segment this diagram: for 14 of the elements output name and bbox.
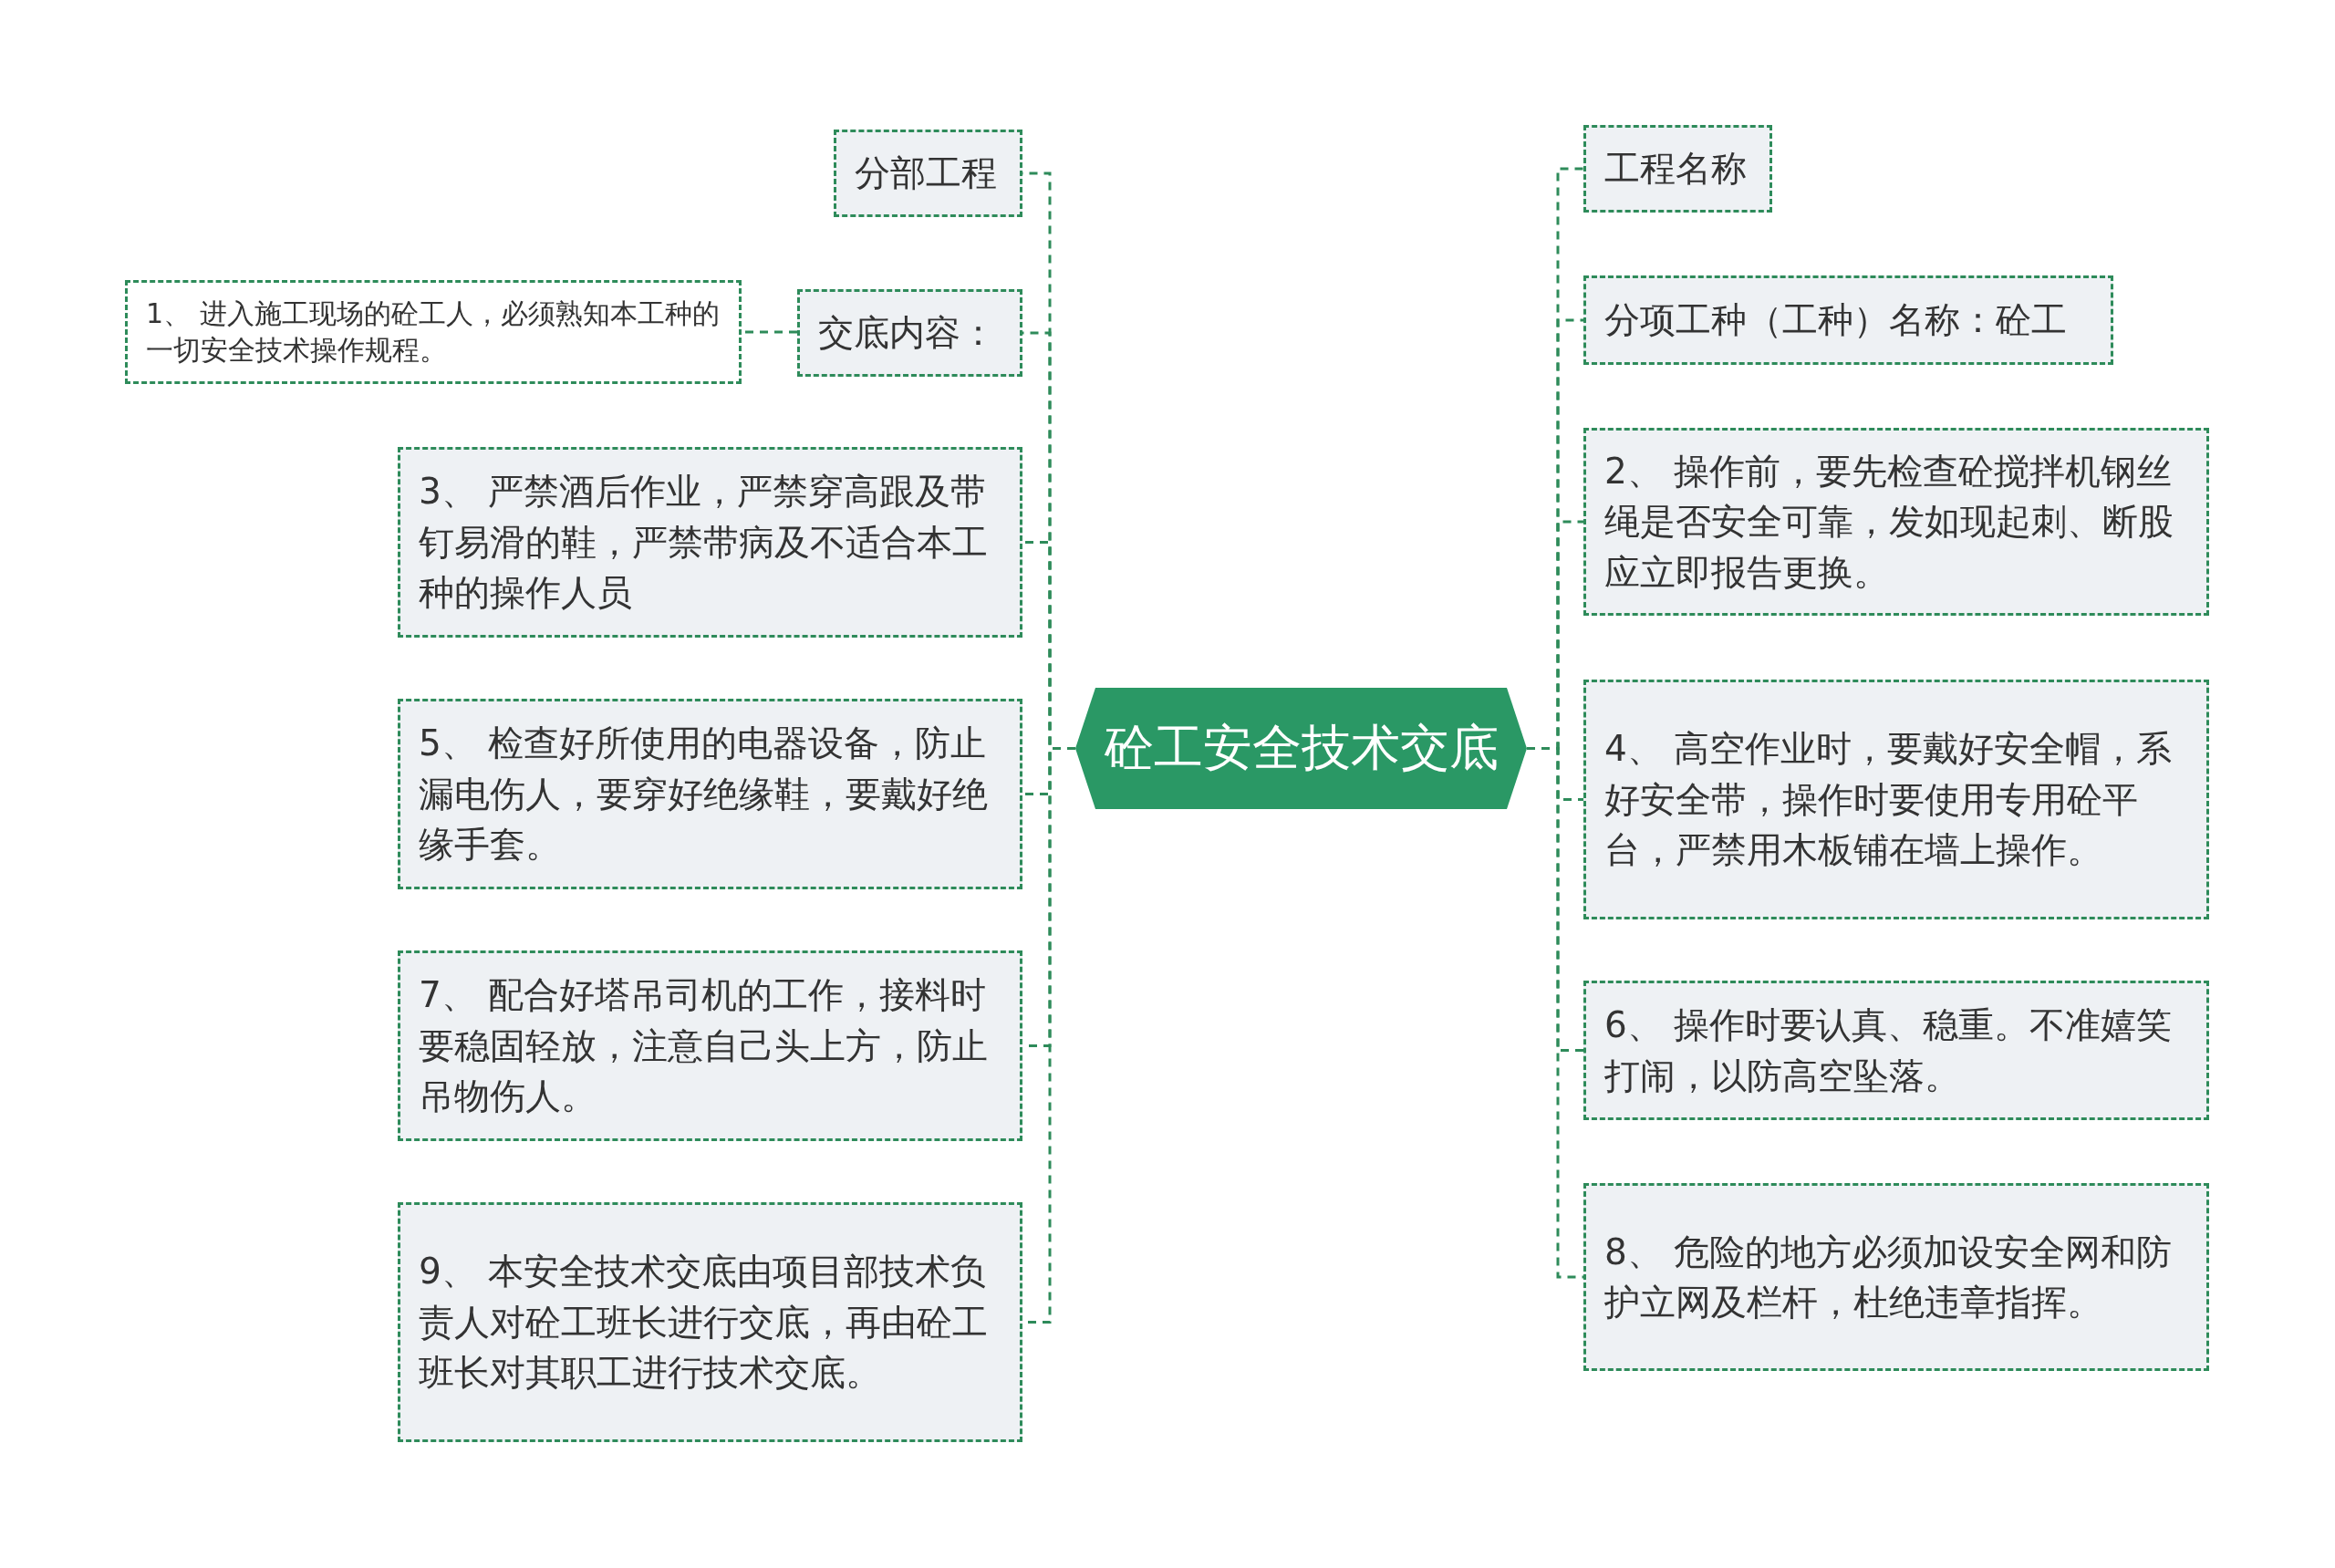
topic-box: 分部工程 — [834, 130, 1022, 217]
topic-box: 3、 严禁酒后作业，严禁穿高跟及带钉易滑的鞋，严禁带病及不适合本工种的操作人员 — [398, 447, 1022, 638]
topic-box: 7、 配合好塔吊司机的工作，接料时要稳固轻放，注意自己头上方，防止吊物伤人。 — [398, 950, 1022, 1141]
topic-box: 9、 本安全技术交底由项目部技术负责人对砼工班长进行交底，再由砼工班长对其职工进行技术交底。 — [398, 1202, 1022, 1442]
central-topic-hexagon: 砼工安全技术交底 — [1075, 688, 1527, 809]
topic-box: 1、 进入施工现场的砼工人，必须熟知本工种的一切安全技术操作规程。 — [125, 280, 742, 384]
topic-box: 交底内容： — [797, 289, 1022, 377]
topic-box: 工程名称 — [1583, 125, 1772, 213]
topic-box: 8、 危险的地方必须加设安全网和防护立网及栏杆，杜绝违章指挥。 — [1583, 1183, 2209, 1371]
topic-box: 2、 操作前，要先检查砼搅拌机钢丝绳是否安全可靠，发如现起刺、断股应立即报告更换。 — [1583, 428, 2209, 616]
topic-box: 5、 检查好所使用的电器设备，防止漏电伤人，要穿好绝缘鞋，要戴好绝缘手套。 — [398, 699, 1022, 889]
topic-box: 分项工种（工种）名称：砼工 — [1583, 275, 2113, 365]
topic-box: 4、 高空作业时，要戴好安全帽，系好安全带，操作时要使用专用砼平台，严禁用木板铺在墙上操作。 — [1583, 680, 2209, 919]
topic-box: 6、 操作时要认真、稳重。不准嬉笑打闹，以防高空坠落。 — [1583, 981, 2209, 1120]
